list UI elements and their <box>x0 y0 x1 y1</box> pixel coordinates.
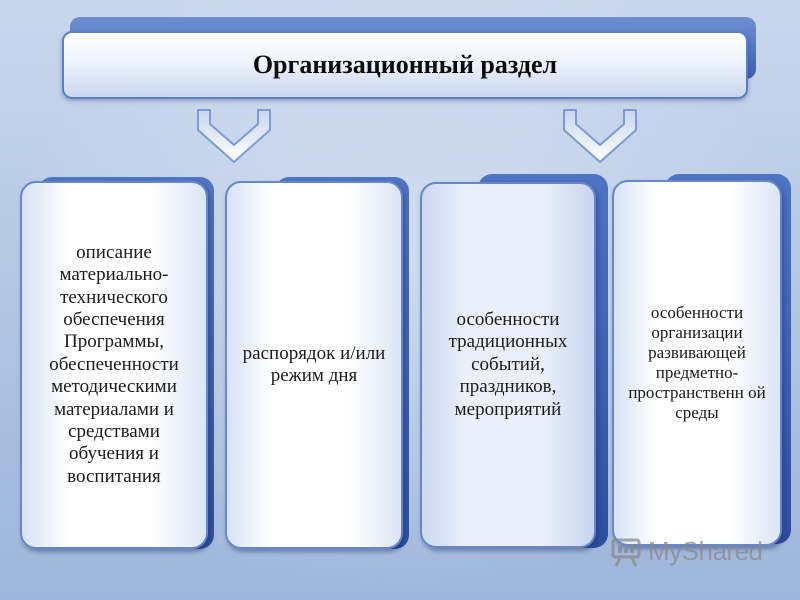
card-environment: особенности организации развивающей пред… <box>612 180 782 546</box>
watermark-text: MyShared <box>648 536 763 566</box>
card-label: особенности традиционных событий, праздн… <box>448 308 568 420</box>
card-label: описание материально-технического обеспе… <box>49 241 179 487</box>
card-label: распорядок и/или режим дня <box>242 342 386 386</box>
card-daily-schedule: распорядок и/или режим дня <box>225 181 403 549</box>
watermark: MyShared <box>610 536 763 567</box>
card-material-support: описание материально-технического обеспе… <box>20 181 208 549</box>
card-label: особенности организации развивающей пред… <box>628 302 766 423</box>
double-chevron-down-icon <box>197 109 271 163</box>
card-traditional-events: особенности традиционных событий, праздн… <box>420 182 596 548</box>
double-chevron-down-icon <box>563 109 637 163</box>
presentation-board-icon <box>611 538 641 567</box>
page-title: Организационный раздел <box>252 50 558 79</box>
title-box: Организационный раздел <box>62 31 748 99</box>
